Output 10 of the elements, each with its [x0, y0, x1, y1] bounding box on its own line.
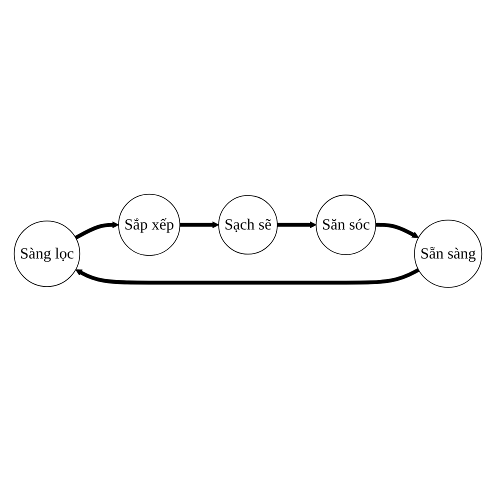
arrow [376, 223, 419, 238]
arrow [180, 222, 219, 228]
arrow [75, 268, 420, 285]
stage-circle: Săn sóc [316, 194, 376, 256]
stage-circle: Sạch sẽ [218, 195, 278, 255]
stage-circle: Sẵn sàng [414, 220, 482, 288]
arrow [74, 222, 119, 240]
stage-circle: Sàng lọc [14, 220, 80, 288]
arrow [277, 222, 316, 228]
stage-circle: Sắp xếp [118, 194, 180, 256]
